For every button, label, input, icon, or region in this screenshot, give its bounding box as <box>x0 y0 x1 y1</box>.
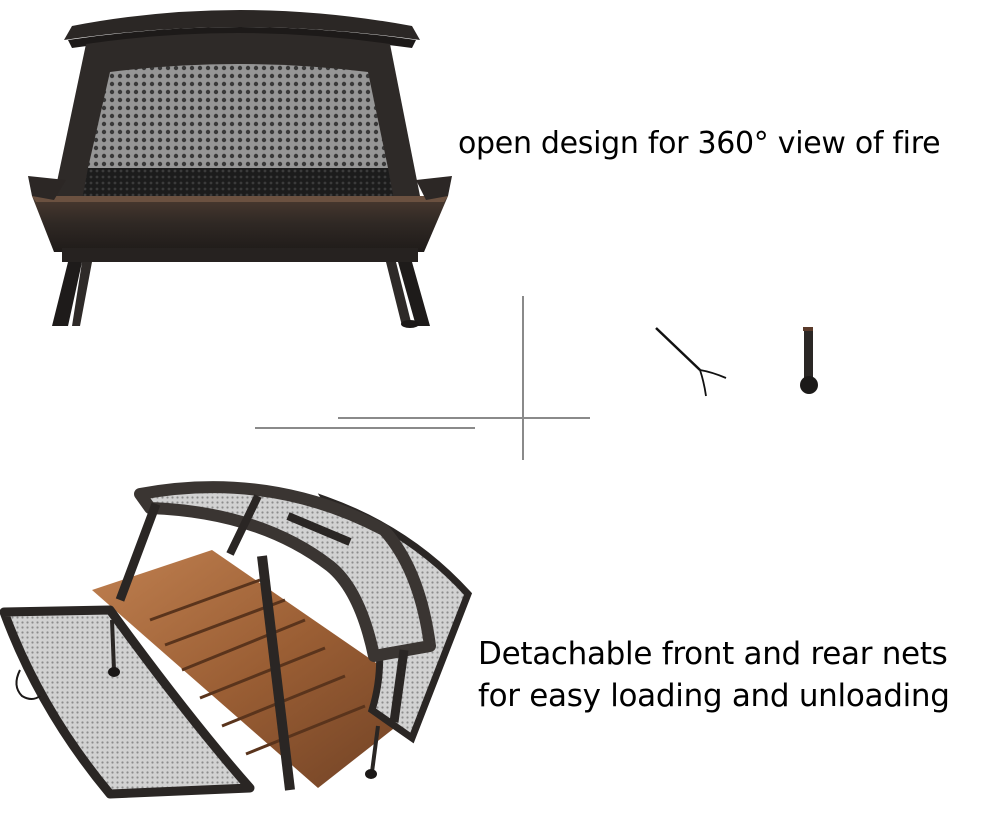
caption-detachable-nets: Detachable front and rear nets for easy … <box>478 633 950 717</box>
caption-line-1: Detachable front and rear nets <box>478 636 948 672</box>
fire-pit-open-image <box>0 470 480 813</box>
leg-foot-illustration <box>800 327 818 394</box>
leg-foot-icon <box>795 325 825 397</box>
caption-open-design: open design for 360° view of fire <box>458 126 941 161</box>
fire-pit-open-illustration <box>0 481 473 799</box>
fire-poker-icon <box>650 322 735 402</box>
caption-line-2: for easy loading and unloading <box>478 678 950 714</box>
fire-pit-front-image <box>28 0 452 330</box>
fire-pit-front-illustration <box>28 10 452 328</box>
poker-illustration <box>655 327 727 397</box>
